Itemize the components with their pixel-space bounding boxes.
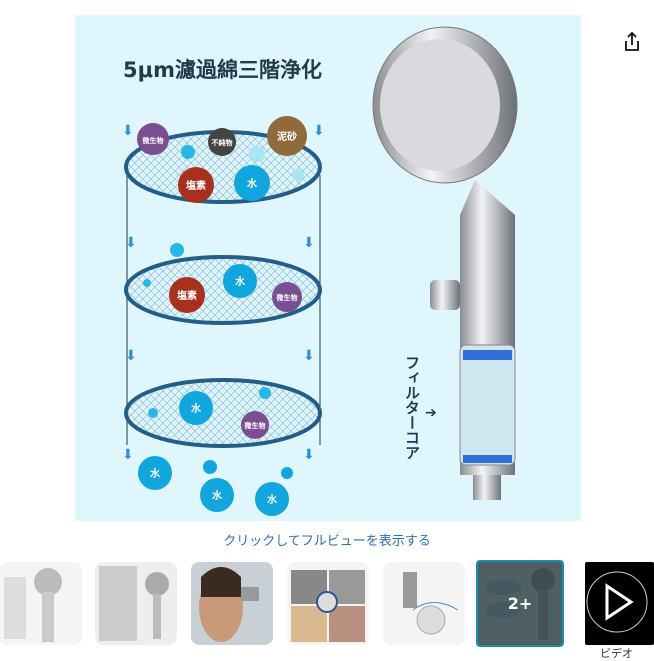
bubble-label: 水 — [149, 467, 161, 480]
small-bubble — [249, 146, 265, 162]
thumbnail-6[interactable]: 2+ — [476, 560, 564, 647]
filter-cartridge — [459, 344, 516, 466]
arrow-down-icon: ⬇ — [125, 235, 137, 251]
arrow-down-icon: ⬇ — [303, 348, 315, 364]
play-icon — [586, 571, 648, 633]
arrow-down-icon: ⬇ — [125, 348, 137, 364]
thumbnail-video[interactable] — [585, 562, 654, 645]
bubble-microbe — [137, 123, 169, 155]
thumbnail-4[interactable] — [287, 562, 369, 645]
bubble-label: 水 — [190, 402, 202, 415]
thumbnail-image — [191, 562, 273, 645]
bubble-label: 塩素 — [186, 179, 206, 192]
arrow-down-icon: ⬇ — [122, 447, 134, 463]
flow-arrows: ⬇ ⬇ ⬇ ⬇ ⬇ ⬇ ⬇ ⬇ — [122, 123, 325, 463]
filter-cap-top — [463, 350, 512, 360]
bubble-microbe — [272, 282, 302, 312]
bubble-label: 不純物 — [212, 138, 233, 147]
small-bubble — [181, 145, 195, 159]
small-bubble — [143, 279, 151, 287]
thumbnail-2[interactable] — [95, 562, 177, 645]
arrow-down-icon: ⬇ — [313, 123, 325, 139]
more-images-count: 2+ — [478, 562, 562, 645]
small-bubble — [170, 243, 184, 257]
thumbnail-image — [95, 562, 177, 645]
bubble-water — [223, 264, 257, 298]
filter-layer-3 — [124, 378, 322, 448]
hose-connector — [473, 475, 501, 500]
bubble-water — [234, 165, 270, 201]
particle-bubbles: 微生物 不純物 泥砂 塩素 水 塩素 水 微生物 水 微生物 水 水 水 — [137, 116, 307, 516]
bubble-chlorine — [178, 167, 214, 203]
shower-switch — [430, 280, 460, 310]
bubble-impurity — [208, 128, 236, 156]
bubble-label: 水 — [234, 275, 246, 288]
full-view-link[interactable]: クリックしてフルビューを表示する — [223, 534, 431, 549]
bubble-water — [200, 478, 234, 512]
bubble-water — [179, 391, 213, 425]
bubble-microbe — [241, 411, 269, 439]
bubble-label: 水 — [266, 493, 278, 506]
thumbnail-5[interactable] — [383, 562, 465, 645]
small-bubble — [281, 467, 293, 479]
thumbnail-3[interactable] — [191, 562, 273, 645]
thumbnail-1[interactable] — [0, 562, 82, 645]
bubble-sediment — [267, 116, 307, 156]
small-bubble — [203, 460, 217, 474]
shower-head-face — [380, 39, 500, 171]
bubble-label: 泥砂 — [277, 130, 297, 143]
bubble-label: 水 — [211, 489, 223, 502]
share-button[interactable] — [620, 30, 644, 54]
bubble-label: 水 — [246, 177, 258, 190]
video-label: ビデオ — [600, 647, 633, 660]
arrow-right-icon: ➔ — [425, 405, 437, 421]
bubble-label: 微生物 — [142, 136, 164, 145]
bubble-water — [255, 482, 289, 516]
small-bubble — [292, 169, 304, 181]
bubble-water — [138, 456, 172, 490]
shower-head-illustration — [372, 26, 518, 500]
thumbnail-image — [0, 562, 82, 645]
main-product-image[interactable]: 5μm濾過綿三階浄化 ⬇ ⬇ ⬇ ⬇ ⬇ ⬇ ⬇ ⬇ 微生物 不純物 泥砂 塩素 水 塩… — [75, 15, 581, 521]
small-bubble — [259, 387, 271, 399]
small-bubble — [148, 408, 158, 418]
bubble-label: 微生物 — [276, 293, 298, 302]
filter-cap-bottom — [463, 455, 512, 463]
share-icon — [625, 31, 639, 51]
bubble-label: 塩素 — [177, 289, 197, 302]
filter-core-label: フィルターコア — [403, 355, 421, 460]
bubble-label: 微生物 — [244, 421, 266, 430]
image-title: 5μm濾過綿三階浄化 — [123, 58, 322, 82]
thumbnail-image — [383, 562, 465, 645]
arrow-down-icon: ⬇ — [303, 447, 315, 463]
thumbnail-image — [287, 562, 369, 645]
bubble-chlorine — [169, 277, 205, 313]
arrow-down-icon: ⬇ — [303, 235, 315, 251]
arrow-down-icon: ⬇ — [122, 123, 134, 139]
